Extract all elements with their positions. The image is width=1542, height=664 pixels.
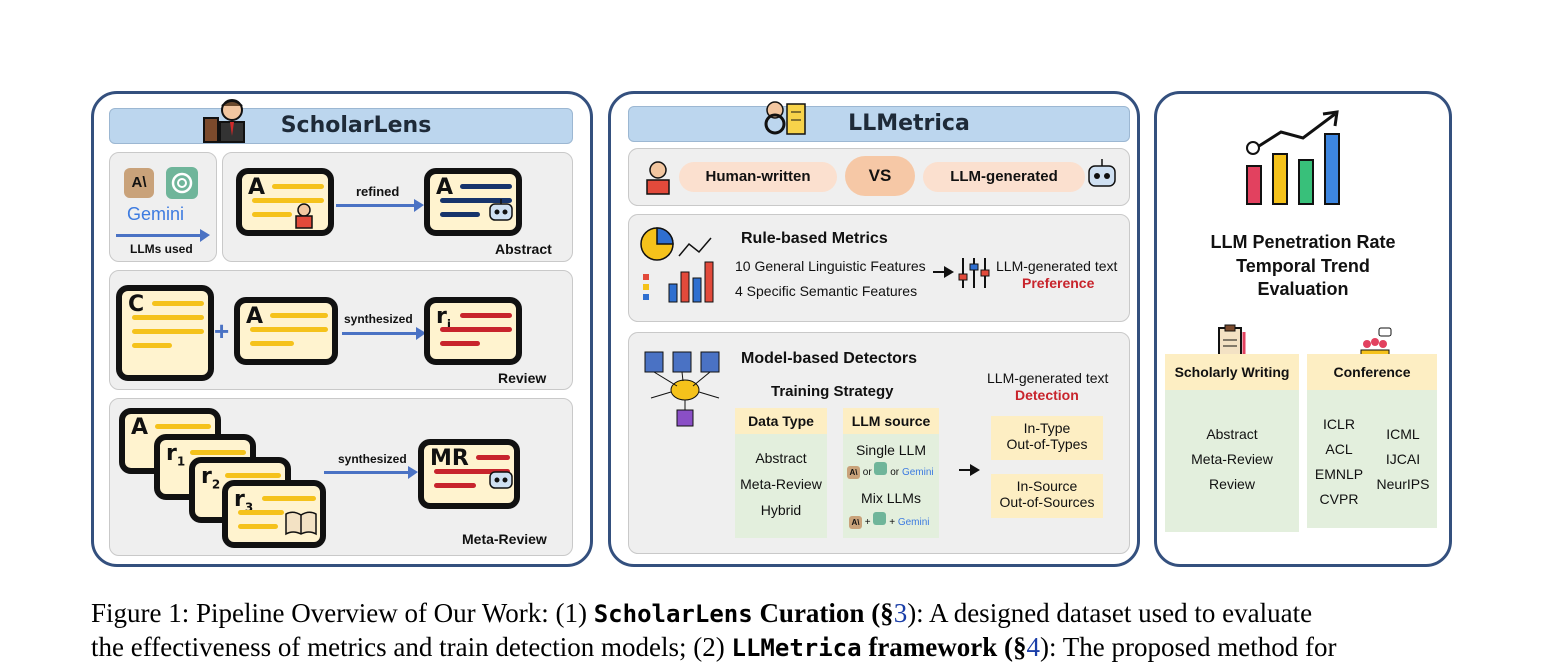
- scholarly-item: Abstract: [1206, 426, 1258, 442]
- sliders-icon: [958, 258, 990, 288]
- clipboard-icon: [1218, 324, 1246, 359]
- meta-review-label: Meta-Review: [462, 531, 547, 547]
- conference-item: IJCAI: [1385, 451, 1421, 467]
- conference-item: CVPR: [1319, 491, 1359, 507]
- rule-line-2: 4 Specific Semantic Features: [735, 283, 918, 299]
- anthropic-icon: A\: [124, 168, 154, 198]
- refined-arrow: [336, 199, 424, 212]
- analyst-icon: [764, 101, 806, 135]
- model-output-1: LLM-generated text: [987, 370, 1109, 386]
- trend-title-1: LLM Penetration Rate: [1210, 232, 1396, 252]
- rule-output-1: LLM-generated text: [996, 258, 1118, 274]
- data-type-item: Abstract: [755, 450, 807, 466]
- conference-body: [1307, 390, 1437, 528]
- rule-arrow: [933, 266, 954, 278]
- synthesized-arrow: [342, 327, 426, 340]
- data-type-item: Meta-Review: [740, 476, 822, 492]
- synthesized-label: synthesized: [344, 312, 413, 326]
- scholarly-item: Meta-Review: [1191, 451, 1273, 467]
- conference-item: ACL: [1325, 441, 1353, 457]
- meta-synthesized-arrow: [324, 466, 418, 479]
- refined-label: refined: [356, 184, 400, 199]
- review-abstract-card: A: [234, 297, 338, 365]
- figure-caption-line-1: Figure 1: Pipeline Overview of Our Work:…: [91, 598, 1313, 628]
- conference-head: Conference: [1307, 354, 1437, 390]
- review-output-card: ri: [424, 297, 522, 365]
- trend-panel: LLM Penetration Rate Temporal Trend Eval…: [1154, 91, 1452, 567]
- scholarly-writing-body: [1165, 390, 1299, 532]
- llms-used-arrow: [116, 229, 210, 242]
- conference-item: ICLR: [1323, 416, 1355, 432]
- robot-icon: [489, 199, 513, 221]
- trend-chart-icon: [1246, 110, 1340, 205]
- conference-item: ICML: [1386, 426, 1420, 442]
- llm-source-head: LLM source: [843, 408, 939, 434]
- rule-based-title: Rule-based Metrics: [741, 230, 888, 247]
- robot-icon: [1088, 159, 1116, 187]
- robot-icon: [489, 471, 513, 489]
- single-llm-label: Single LLM: [855, 442, 927, 458]
- brain-network-icon: [644, 351, 720, 427]
- scholarlens-panel: ScholarLens A\ Gemini LLMs used A refine…: [91, 91, 593, 567]
- in-type-box: In-Type Out-of-Types: [991, 416, 1103, 460]
- mix-llm-logos: A\ + + Gemini: [849, 512, 941, 529]
- researcher-icon: [646, 161, 670, 195]
- data-type-item: Hybrid: [760, 502, 802, 518]
- data-type-body: [735, 434, 827, 538]
- training-strategy-label: Training Strategy: [771, 383, 894, 400]
- anthropic-icon: A\: [847, 466, 860, 479]
- gemini-logo: Gemini: [127, 204, 185, 224]
- in-source-box: In-Source Out-of-Sources: [991, 474, 1103, 518]
- detector-arrow: [959, 464, 980, 476]
- anthropic-icon: A\: [849, 516, 862, 529]
- abstract-source-card: A: [236, 168, 334, 236]
- abstract-label: Abstract: [495, 241, 552, 257]
- model-based-title: Model-based Detectors: [741, 350, 918, 367]
- meta-synthesized-label: synthesized: [338, 452, 407, 466]
- llm-generated-pill: LLM-generated: [923, 162, 1085, 192]
- llmetrica-title: LLMetrica: [628, 106, 1130, 142]
- abstract-refined-card: A: [424, 168, 522, 236]
- conference-item: EMNLP: [1314, 466, 1364, 482]
- rule-line-1: 10 General Linguistic Features: [735, 258, 926, 274]
- data-type-head: Data Type: [735, 408, 827, 434]
- single-llm-logos: A\ or or Gemini: [847, 462, 939, 479]
- human-written-pill: Human-written: [679, 162, 837, 192]
- plus-sign: +: [214, 316, 230, 346]
- pie-chart-icon: [640, 227, 714, 303]
- conference-item: NeurIPS: [1376, 476, 1430, 492]
- book-icon: [285, 511, 317, 536]
- chatgpt-icon: [874, 462, 888, 475]
- chatgpt-icon: [873, 512, 887, 525]
- model-output-2: Detection: [1015, 387, 1079, 403]
- llms-used-label: LLMs used: [130, 242, 193, 256]
- review-label: Review: [498, 370, 547, 386]
- figure-caption-line-2: the effectiveness of metrics and train d…: [91, 632, 1337, 662]
- review-context-card: C: [116, 285, 214, 381]
- section-ref-link[interactable]: 3: [893, 598, 908, 628]
- llmetrica-panel: LLMetrica Human-written VS LLM-generated…: [608, 91, 1140, 567]
- chatgpt-icon: [166, 167, 198, 199]
- trend-title-3: Evaluation: [1257, 279, 1349, 299]
- gemini-icon: Gemini: [897, 517, 930, 528]
- trend-title-2: Temporal Trend: [1236, 256, 1370, 276]
- vs-badge: VS: [845, 156, 915, 196]
- researcher-icon: [203, 99, 245, 143]
- mix-llms-label: Mix LLMs: [861, 490, 921, 506]
- scholarlens-title: ScholarLens: [109, 108, 573, 144]
- section-ref-link[interactable]: 4: [1026, 632, 1041, 662]
- rule-output-2: Preference: [1022, 275, 1095, 291]
- researcher-icon: [295, 203, 313, 229]
- gemini-icon: Gemini: [901, 467, 934, 478]
- scholarly-writing-head: Scholarly Writing: [1165, 354, 1299, 390]
- scholarly-item: Review: [1209, 476, 1255, 492]
